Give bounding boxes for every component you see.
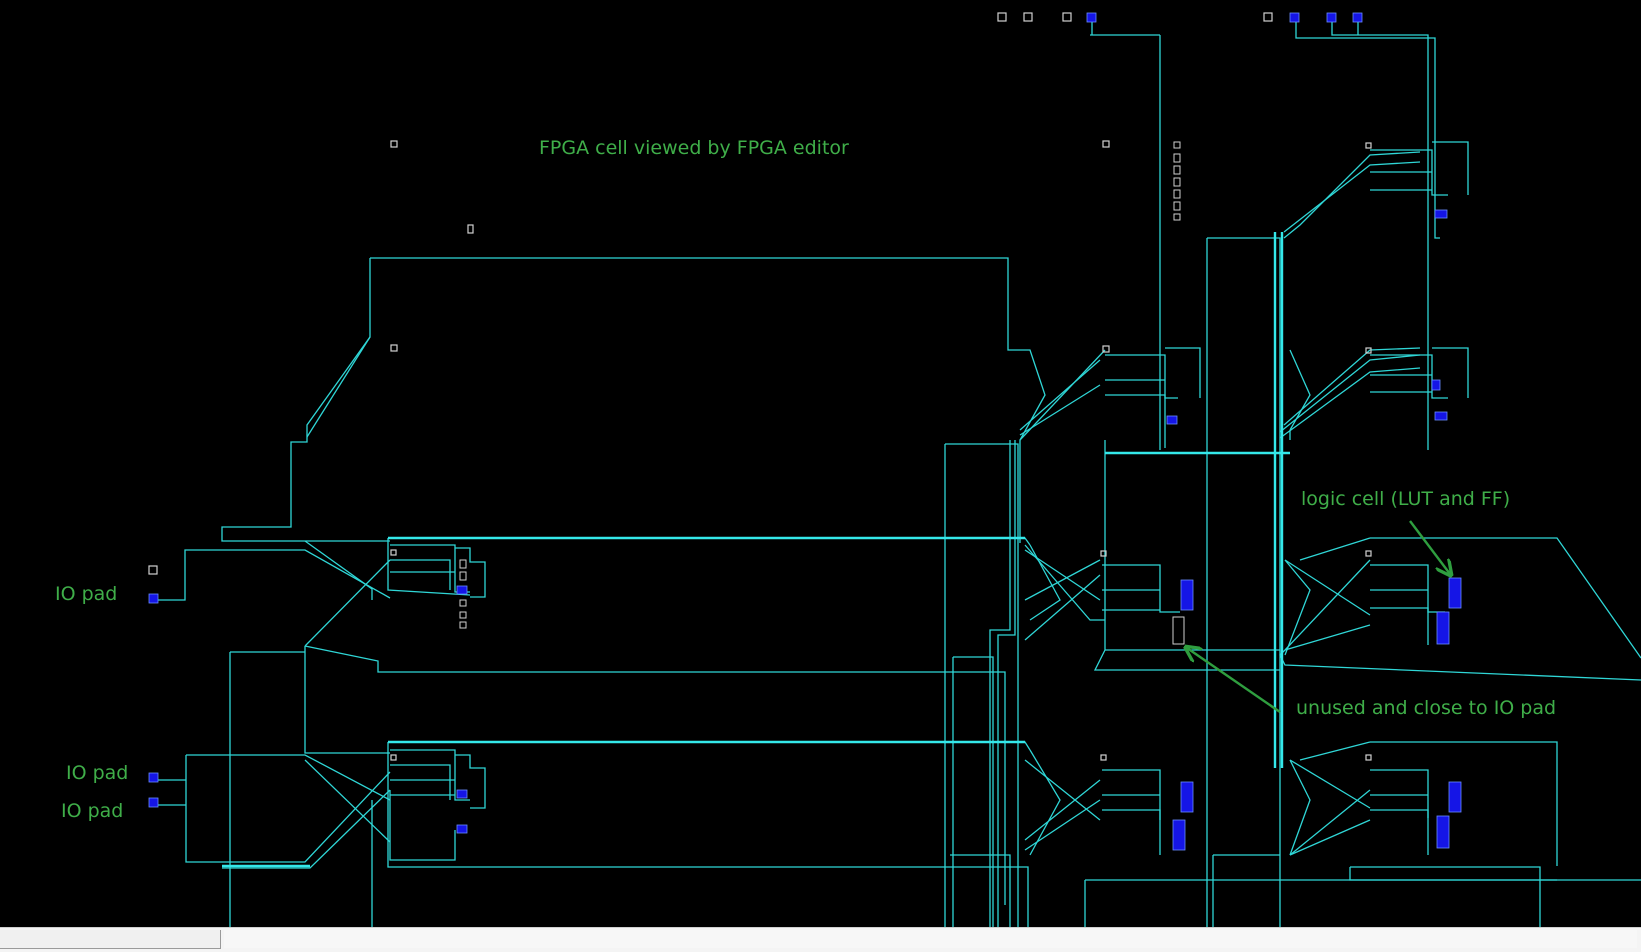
io-pad-label-2: IO pad — [66, 762, 129, 784]
status-segment-1 — [0, 930, 221, 949]
figure-title: FPGA cell viewed by FPGA editor — [539, 137, 849, 159]
annotation-arrows — [1187, 520, 1450, 713]
used-pins — [148, 12, 1462, 851]
io-pad-label-3: IO pad — [61, 800, 124, 822]
cell-blocks — [389, 141, 1469, 861]
unused-sites — [148, 12, 1372, 761]
status-segment-2 — [224, 930, 1637, 948]
logic-cell-arrow — [1409, 520, 1450, 574]
routing-wires — [154, 17, 1641, 927]
routing-view — [148, 12, 1641, 927]
unused-cell-label: unused and close to IO pad — [1296, 697, 1557, 719]
io-pad-label-1: IO pad — [55, 583, 118, 605]
slice-stacks — [459, 141, 1185, 645]
logic-cell-label: logic cell (LUT and FF) — [1301, 488, 1511, 510]
bright-trunks — [222, 232, 1290, 868]
fpga-editor-canvas[interactable]: FPGA cell viewed by FPGA editor IO pad I… — [0, 0, 1641, 927]
status-bar — [0, 927, 1641, 952]
unused-arrow — [1187, 648, 1281, 713]
